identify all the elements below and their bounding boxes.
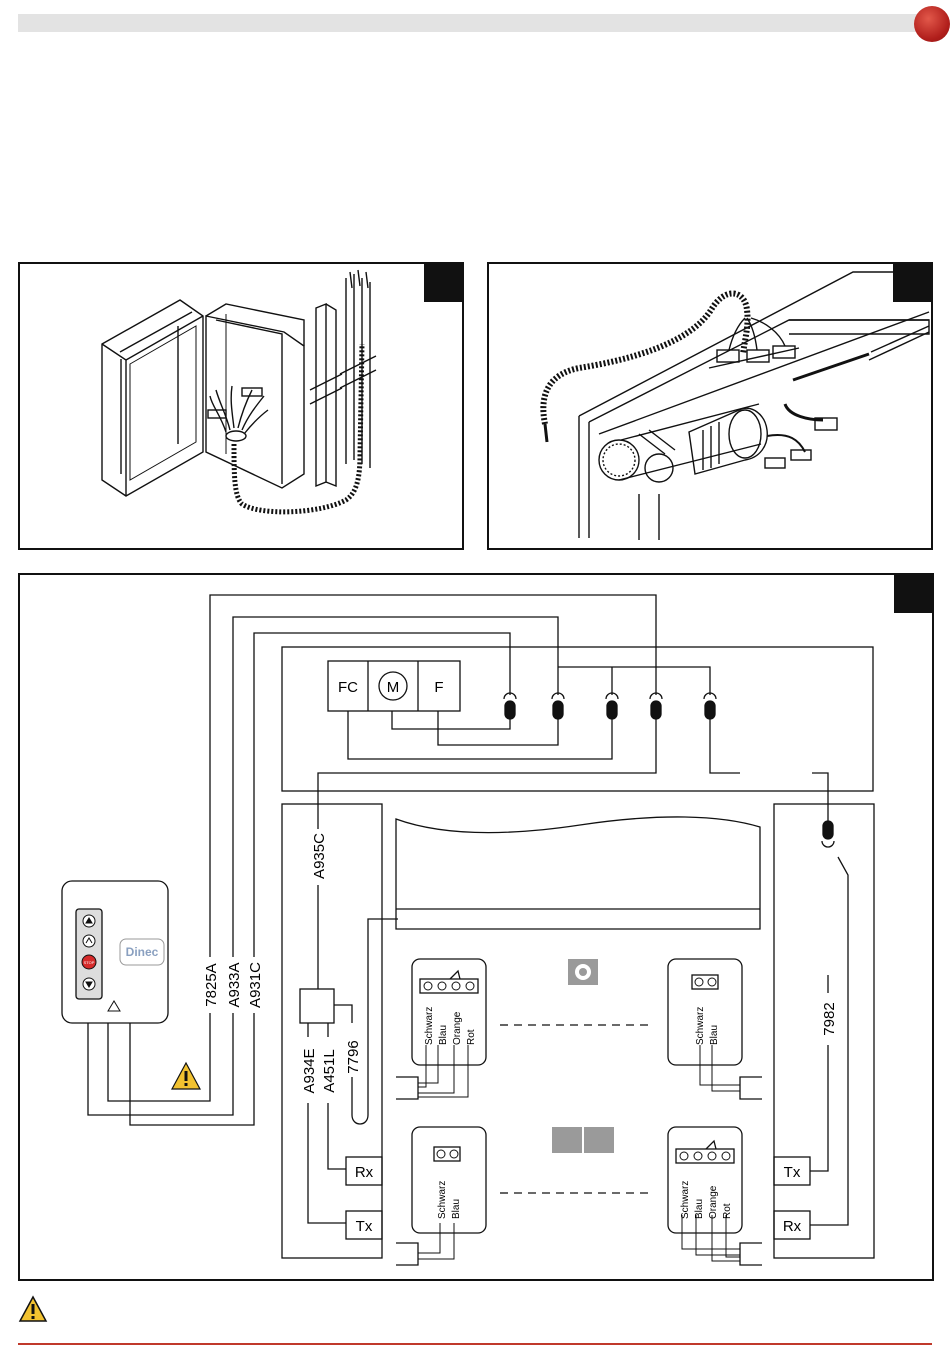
wire-label-orange: Orange	[452, 1011, 463, 1045]
limit-switch-label: FC	[338, 679, 358, 696]
cable-label-a931c: A931C	[247, 962, 264, 1008]
warning-icon	[172, 1063, 200, 1089]
header-bar	[18, 14, 930, 32]
wiring-diagram: STOP Dinec FC M F Rx Tx Tx Rx 7825A A933…	[20, 575, 932, 1279]
wire-label-schwarz: Schwarz	[437, 1181, 448, 1219]
wire-label-schwarz: Schwarz	[695, 1007, 706, 1045]
cable-label-a933a: A933A	[226, 962, 243, 1007]
wire-label-rot: Rot	[466, 1029, 477, 1045]
wire-label-schwarz: Schwarz	[680, 1181, 691, 1219]
cable-label-a935c: A935C	[311, 833, 328, 879]
page-marker-icon	[914, 6, 950, 42]
panel-tab	[894, 575, 932, 613]
cable-label-7796: 7796	[345, 1040, 362, 1073]
footer-rule	[18, 1343, 932, 1345]
panel-tab	[424, 264, 462, 302]
cable-label-a934e: A934E	[301, 1048, 318, 1093]
wire-label-blau: Blau	[451, 1199, 462, 1219]
control-box-logo: Dinec	[126, 945, 159, 959]
panel-tab	[893, 264, 931, 302]
warning-icon	[18, 1295, 48, 1323]
cable-label-7825a: 7825A	[203, 963, 220, 1006]
panel-control-box-installation	[18, 262, 464, 550]
control-box-illustration	[20, 264, 462, 548]
receiver-label-right: Rx	[783, 1218, 802, 1235]
mode-double-icon	[552, 1127, 582, 1153]
wire-label-schwarz: Schwarz	[424, 1007, 435, 1045]
panel-motor-installation	[487, 262, 933, 550]
transmitter-label-left: Tx	[356, 1218, 373, 1235]
wire-label-orange: Orange	[708, 1185, 719, 1219]
wire-label-blau: Blau	[709, 1025, 720, 1045]
wire-label-blau: Blau	[694, 1199, 705, 1219]
motor-label: M	[387, 679, 400, 696]
brake-label: F	[434, 679, 443, 696]
wire-label-blau: Blau	[438, 1025, 449, 1045]
wire-label-rot: Rot	[722, 1203, 733, 1219]
cable-label-a451l: A451L	[321, 1049, 338, 1092]
transmitter-label-right: Tx	[784, 1164, 801, 1181]
cable-label-7982: 7982	[821, 1002, 838, 1035]
receiver-label-left: Rx	[355, 1164, 374, 1181]
stop-button-label: STOP	[84, 960, 95, 965]
panel-wiring-diagram: STOP Dinec FC M F Rx Tx Tx Rx 7825A A933…	[18, 573, 934, 1281]
motor-illustration	[489, 264, 931, 548]
